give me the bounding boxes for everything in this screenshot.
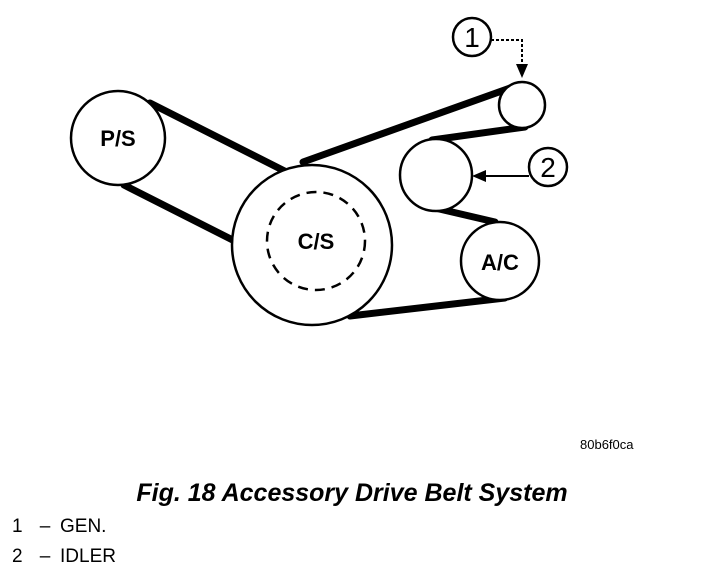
figure-code: 80b6f0ca	[580, 437, 634, 452]
ps-pulley	[69, 89, 167, 187]
legend-item: 2–IDLER	[12, 542, 116, 572]
callout-1-circle	[451, 16, 493, 58]
legend-item-label: IDLER	[60, 546, 116, 567]
legend-item-dash: –	[39, 546, 51, 567]
legend-item-dash: –	[39, 516, 51, 537]
callout-2-arrowhead	[472, 170, 486, 182]
cs-label: C/S	[298, 229, 335, 254]
idler-pulley	[398, 137, 474, 213]
figure-caption: Fig. 18 Accessory Drive Belt System	[136, 479, 568, 507]
ac-label: A/C	[481, 250, 519, 275]
callout-2-circle	[527, 146, 569, 188]
ps-label: P/S	[100, 126, 135, 151]
cs-pulley	[230, 163, 394, 327]
cs-inner-dashed-circle	[265, 190, 367, 292]
gen-pulley	[497, 80, 547, 130]
belt-segment-ac-cs	[346, 294, 509, 320]
callout-2-number: 2	[540, 152, 556, 183]
legend-item: 1–GEN.	[12, 512, 116, 542]
ac-pulley	[459, 220, 541, 302]
callout-2: 2	[472, 146, 569, 188]
legend: 1–GEN. 2–IDLER	[12, 512, 116, 572]
legend-item-number: 2	[12, 546, 23, 567]
legend-item-label: GEN.	[60, 516, 107, 537]
belt-segment-gen-idler	[428, 123, 529, 144]
callout-1-leader	[491, 39, 523, 66]
legend-item-number: 1	[12, 516, 23, 537]
callout-1-arrowhead	[516, 64, 528, 78]
callout-1-number: 1	[464, 22, 480, 53]
callout-1: 1	[451, 16, 528, 78]
belt-segment-cs-gen	[299, 84, 514, 166]
